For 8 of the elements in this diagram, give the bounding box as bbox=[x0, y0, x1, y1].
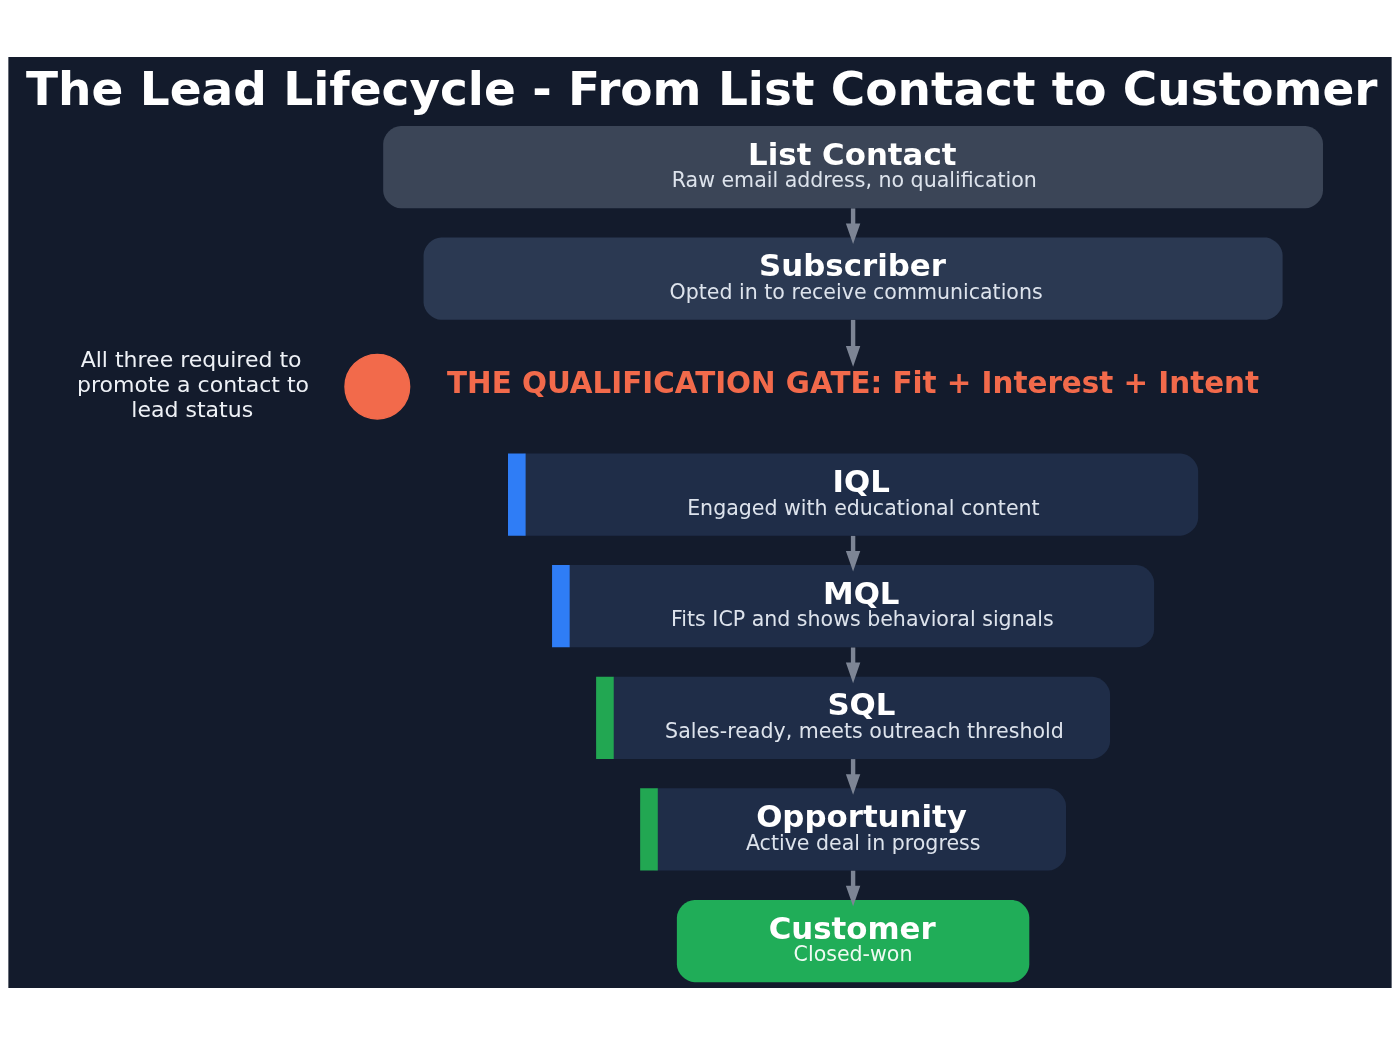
arrow bbox=[845, 319, 861, 367]
label: All three required to promote a contact to lead status bbox=[77, 346, 310, 422]
node-box: List Contact Raw email address, no qualification bbox=[383, 126, 1323, 209]
diagram-title: The Lead Lifecycle - From List Contact to Customer bbox=[25, 60, 1378, 116]
node-box: Customer Closed-won bbox=[676, 899, 1030, 983]
node-text: THE QUALIFICATION GATE: Fit + Interest + Intent bbox=[447, 365, 1260, 400]
node-box: Subscriber Opted in to receive communications bbox=[423, 237, 1283, 320]
node-circle bbox=[344, 353, 411, 420]
